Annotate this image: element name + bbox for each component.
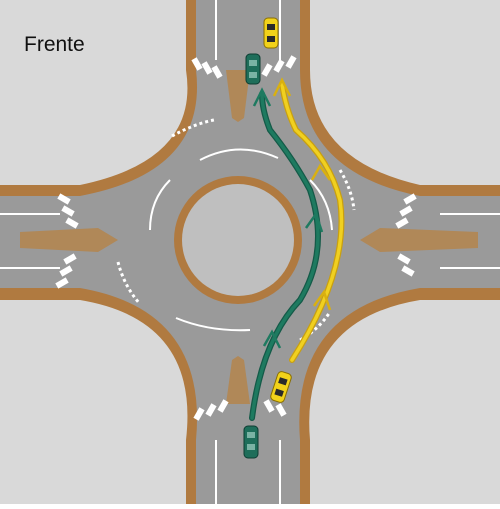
green-car-exiting [245, 53, 261, 85]
green-arrow-2 [304, 211, 324, 233]
splitter-north [226, 70, 250, 122]
yellow-path [279, 81, 345, 363]
yellow-arrow-3 [312, 289, 332, 311]
splitter-south [226, 356, 250, 404]
splitter-west [20, 228, 118, 252]
car-icon [245, 53, 261, 85]
crosswalk-west [55, 193, 79, 289]
car-icon [263, 17, 279, 49]
green-arrow-3 [262, 329, 282, 349]
green-car-entering [243, 425, 259, 459]
central-island [182, 184, 294, 296]
yellow-car-exiting [263, 17, 279, 49]
green-path-arrows [252, 87, 324, 349]
yellow-path-arrows [272, 77, 332, 311]
yellow-arrow-1 [272, 77, 292, 97]
green-arrow-1 [252, 87, 272, 107]
splitter-islands [20, 70, 478, 404]
crosswalk-south [193, 399, 287, 421]
splitter-east [360, 228, 478, 252]
car-icon [243, 425, 259, 459]
green-path [249, 91, 321, 421]
yellow-arrow-2 [310, 163, 332, 181]
crosswalk-east [395, 193, 417, 277]
caption-label: Frente [24, 33, 85, 56]
yield-dashes [116, 118, 356, 342]
yellow-car-entering [270, 371, 292, 403]
crosswalk-north [191, 55, 297, 79]
